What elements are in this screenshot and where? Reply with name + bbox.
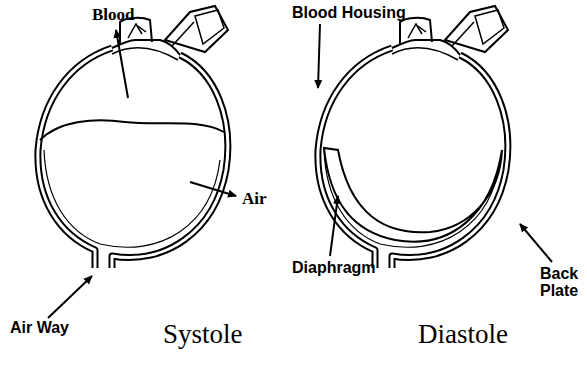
phase-title: Systole — [163, 320, 243, 348]
part-label: Blood — [92, 6, 135, 24]
part-label: Diaphragm — [292, 260, 376, 277]
part-label: Air Way — [10, 320, 69, 337]
part-label: Blood Housing — [292, 5, 406, 22]
phase-title: Diastole — [418, 320, 508, 348]
part-label: Air — [242, 190, 267, 208]
part-label: Back Plate — [540, 266, 584, 300]
